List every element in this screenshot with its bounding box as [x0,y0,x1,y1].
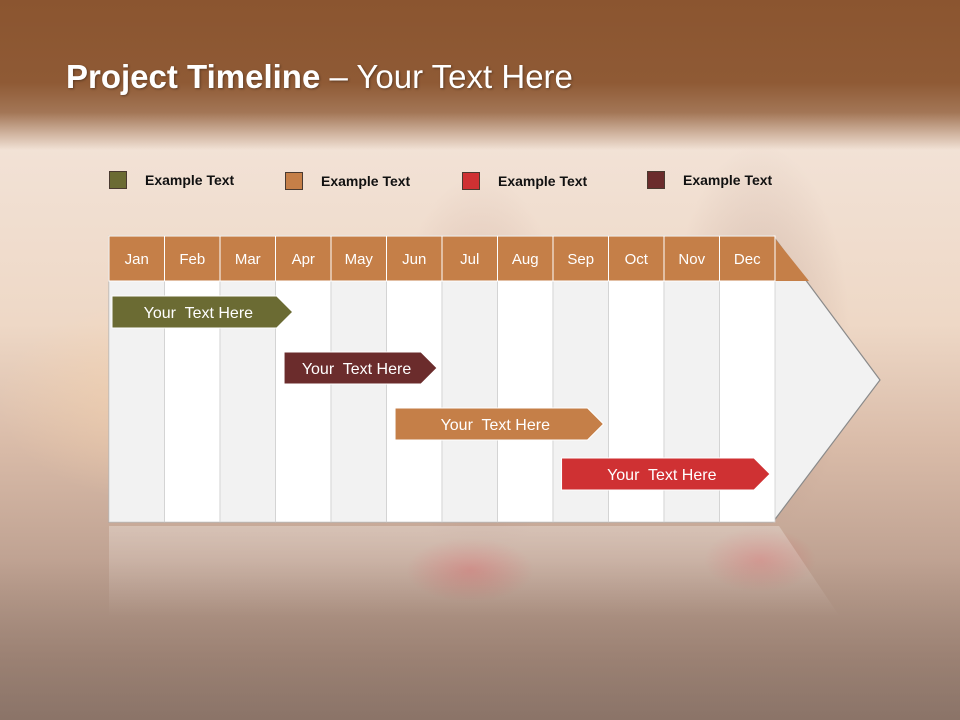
timeline-bar-label-3: Your Text Here [441,417,551,434]
timeline-bar-label-2: Your Text Here [302,361,412,378]
month-label-jan: Jan [125,251,149,268]
title-bold-part: Project Timeline [66,58,321,95]
month-header-cell-sep [552,235,609,282]
legend-label-1: Example Text [145,172,235,188]
timeline-bar-4[interactable]: Your Text Here [561,457,771,491]
timeline-bar-shape-2[interactable] [283,351,438,385]
month-header-cell-feb [164,235,221,282]
month-label-aug: Aug [512,251,539,268]
timeline-reflection [109,526,840,617]
timeline-bar-label-1: Your Text Here [144,305,254,322]
month-column-may [330,280,387,523]
timeline-bar-2[interactable]: Your Text Here [283,351,438,385]
timeline-bar-label-4: Your Text Here [607,467,717,484]
legend-item-1: Example Text [109,171,234,189]
header-band [0,0,960,150]
month-header-cell-dec [719,235,776,282]
month-label-may: May [345,251,374,268]
legend-label-2: Example Text [321,173,411,189]
legend-item-4: Example Text [647,171,772,189]
legend-swatch-4 [647,171,665,189]
month-label-sep: Sep [567,251,594,268]
month-label-oct: Oct [625,251,649,268]
month-label-feb: Feb [179,251,205,268]
legend-swatch-1 [109,171,127,189]
month-label-jun: Jun [402,251,426,268]
month-header-cell-mar [219,235,276,282]
month-column-jun [386,280,443,523]
legend-item-3: Example Text [462,172,587,190]
month-column-aug [497,280,554,523]
month-column-apr [275,280,332,523]
legend-swatch-3 [462,172,480,190]
timeline-bar-3[interactable]: Your Text Here [394,407,605,441]
slide-title: Project Timeline – Your Text Here [66,58,573,96]
month-column-jul [441,280,498,523]
title-rest-part: – Your Text Here [320,58,573,95]
timeline-bar-1[interactable]: Your Text Here [111,295,294,329]
month-label-nov: Nov [678,251,705,268]
timeline-bar-shape-1[interactable] [111,295,294,329]
reflection-shape [109,526,840,617]
month-header-cell-oct [608,235,665,282]
timeline-bar-shape-3[interactable] [394,407,605,441]
month-label-jul: Jul [460,251,479,268]
month-header-cell-may [330,235,387,282]
timeline-bar-shape-4[interactable] [561,457,771,491]
month-label-apr: Apr [292,251,315,268]
month-header-cell-nov [663,235,720,282]
month-label-dec: Dec [734,251,761,268]
month-header-cell-jun [386,235,443,282]
arrow-head-corner [773,236,809,281]
month-header-cell-jan [108,235,165,282]
legend-label-4: Example Text [683,172,773,188]
legend-label-3: Example Text [498,173,588,189]
legend-swatch-2 [285,172,303,190]
month-label-mar: Mar [235,251,261,268]
month-header-row: Jan Feb Mar Apr May Jun Jul Aug Sep Oct Nov Dec [108,235,776,282]
legend-item-2: Example Text [285,172,410,190]
month-header-cell-apr [275,235,332,282]
